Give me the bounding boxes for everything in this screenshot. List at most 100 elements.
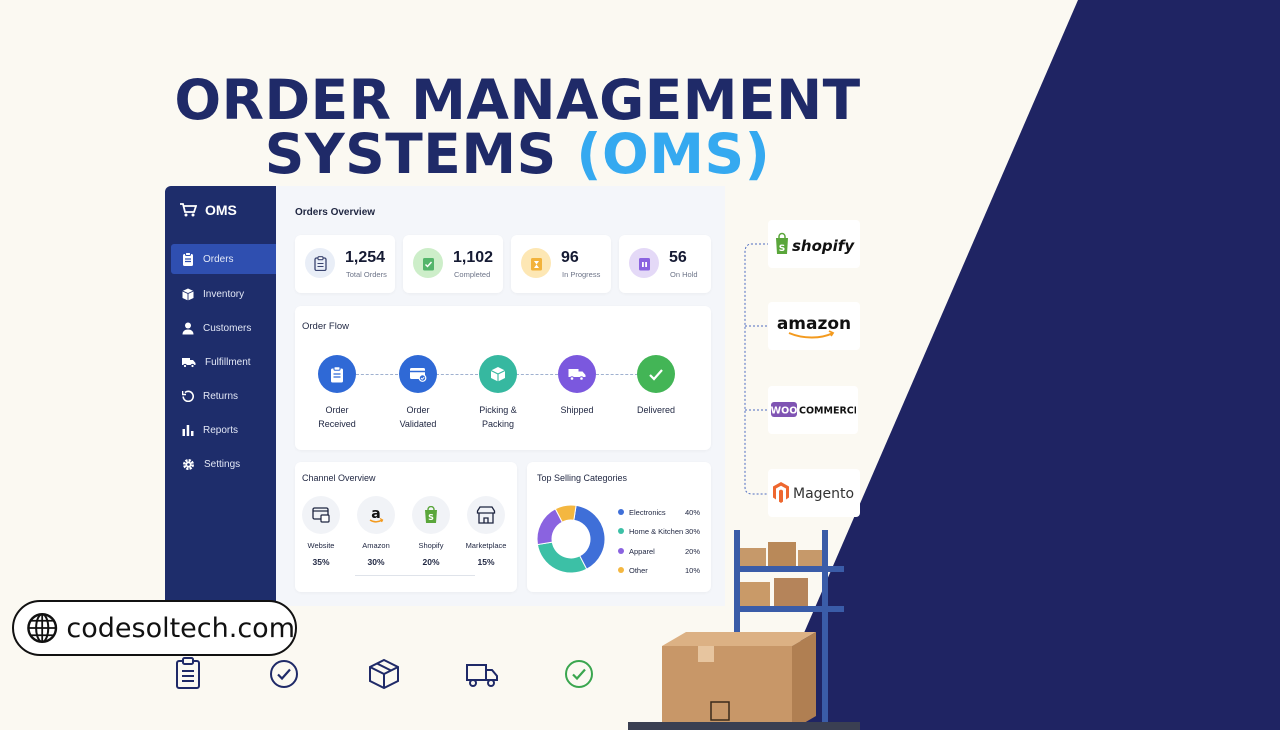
globe-icon [27,613,58,643]
donut-slice-1 [536,541,588,574]
website-icon[interactable] [302,496,340,534]
channel-overview-title: Channel Overview [302,473,376,483]
box-icon [490,367,506,382]
svg-text:S: S [428,513,434,522]
stat-card-on-hold[interactable]: 56 On Hold [619,235,711,293]
channel-name: Shopify [418,541,444,550]
magento-logo[interactable]: Magento [768,469,860,517]
orders-overview-title: Orders Overview [295,207,376,218]
amazon-icon[interactable]: a [357,496,395,534]
stat-value: 1,102 [453,249,494,266]
woocommerce-logo[interactable]: WOO COMMERCE [768,386,858,434]
legend-percent: 10% [685,566,701,575]
channel-percent: 30% [367,557,385,567]
flow-connector [596,374,638,375]
check-circle-icon [565,660,593,688]
svg-text:amazon: amazon [777,314,851,334]
clipboard-icon [176,657,200,689]
flow-step-label: Shipped [560,405,594,415]
flow-connector [516,374,558,375]
flow-step-received[interactable] [318,355,356,393]
amazon-logo[interactable]: amazon [768,302,860,350]
flow-step-label: Delivered [636,405,676,415]
website-badge[interactable]: codesoltech.com [12,600,297,656]
shopify-icon[interactable]: S [412,496,450,534]
pause-clipboard-icon [629,248,659,278]
svg-text:shopify: shopify [792,237,855,255]
clipboard-check-icon [413,248,443,278]
clipboard-icon [305,248,335,278]
sidebar-item-reports[interactable]: Reports [171,415,276,445]
sidebar-item-inventory[interactable]: Inventory [171,279,276,309]
legend-name: Other [629,566,648,575]
flow-step-packing[interactable] [479,355,517,393]
return-icon [182,390,194,402]
channel-divider [355,575,475,576]
stat-value: 96 [561,249,579,266]
box-icon [182,288,194,300]
legend-name: Apparel [629,547,655,556]
sidebar-item-label: Reports [203,424,239,436]
channel-name: Marketplace [465,541,507,550]
sidebar-item-orders[interactable]: Orders [171,244,276,274]
stat-label: On Hold [670,270,698,279]
truck-icon [568,368,586,381]
gear-icon [183,458,194,470]
stat-card-total[interactable]: 1,254 Total Orders [295,235,395,293]
channel-percent: 20% [422,557,440,567]
sidebar-item-customers[interactable]: Customers [171,313,276,343]
warehouse-illustration [628,530,860,730]
truck-icon [182,357,196,368]
sidebar: OMS Orders Inventory Customers Fulfillme… [165,186,276,606]
shopify-logo[interactable]: S shopify [768,220,860,268]
channel-name: Website [307,541,335,550]
donut-slice-3 [554,504,577,523]
flow-connector [436,374,478,375]
svg-text:Magento: Magento [793,486,854,502]
flow-step-label: Picking &Packing [479,405,517,429]
clipboard-icon [183,252,193,266]
sidebar-item-label: Returns [203,390,239,402]
sidebar-item-fulfillment[interactable]: Fulfillment [171,347,276,377]
legend-percent: 30% [685,527,701,536]
integration-connectors [744,242,775,496]
channel-name: Amazon [362,541,390,550]
marketplace-icon[interactable] [467,496,505,534]
clipboard-icon [331,365,343,382]
legend-percent: 20% [685,547,701,556]
category-donut-chart [536,504,606,574]
legend-dot [618,567,624,573]
stat-label: In Progress [562,270,601,279]
svg-text:COMMERCE: COMMERCE [799,406,856,417]
flow-step-shipped[interactable] [558,355,596,393]
sidebar-item-label: Settings [204,458,241,470]
sidebar-logo[interactable]: OMS [179,202,237,218]
bar-chart-icon [182,425,194,436]
flow-step-validated[interactable] [399,355,437,393]
order-flow-title: Order Flow [302,321,349,332]
sidebar-logo-text: OMS [205,202,237,218]
stat-card-in-progress[interactable]: 96 In Progress [511,235,611,293]
sidebar-item-label: Inventory [203,288,245,300]
sidebar-item-settings[interactable]: Settings [171,449,276,479]
legend-dot [618,548,624,554]
stat-card-completed[interactable]: 1,102 Completed [403,235,503,293]
sidebar-item-label: Fulfillment [205,356,251,368]
legend-dot [618,528,624,534]
cart-icon [180,203,197,217]
sidebar-item-label: Orders [203,253,234,265]
flow-step-delivered[interactable] [637,355,675,393]
box-icon [369,658,399,690]
channel-percent: 35% [312,557,330,567]
flow-connector [356,374,398,375]
sidebar-item-returns[interactable]: Returns [171,381,276,411]
user-icon [182,322,194,334]
channel-percent: 15% [477,557,495,567]
stat-label: Completed [454,270,491,279]
check-icon [649,368,663,381]
svg-text:S: S [779,244,785,254]
sidebar-item-label: Customers [203,322,252,334]
website-text: codesoltech.com [66,612,295,644]
title-accent: (OMS) [576,122,771,186]
